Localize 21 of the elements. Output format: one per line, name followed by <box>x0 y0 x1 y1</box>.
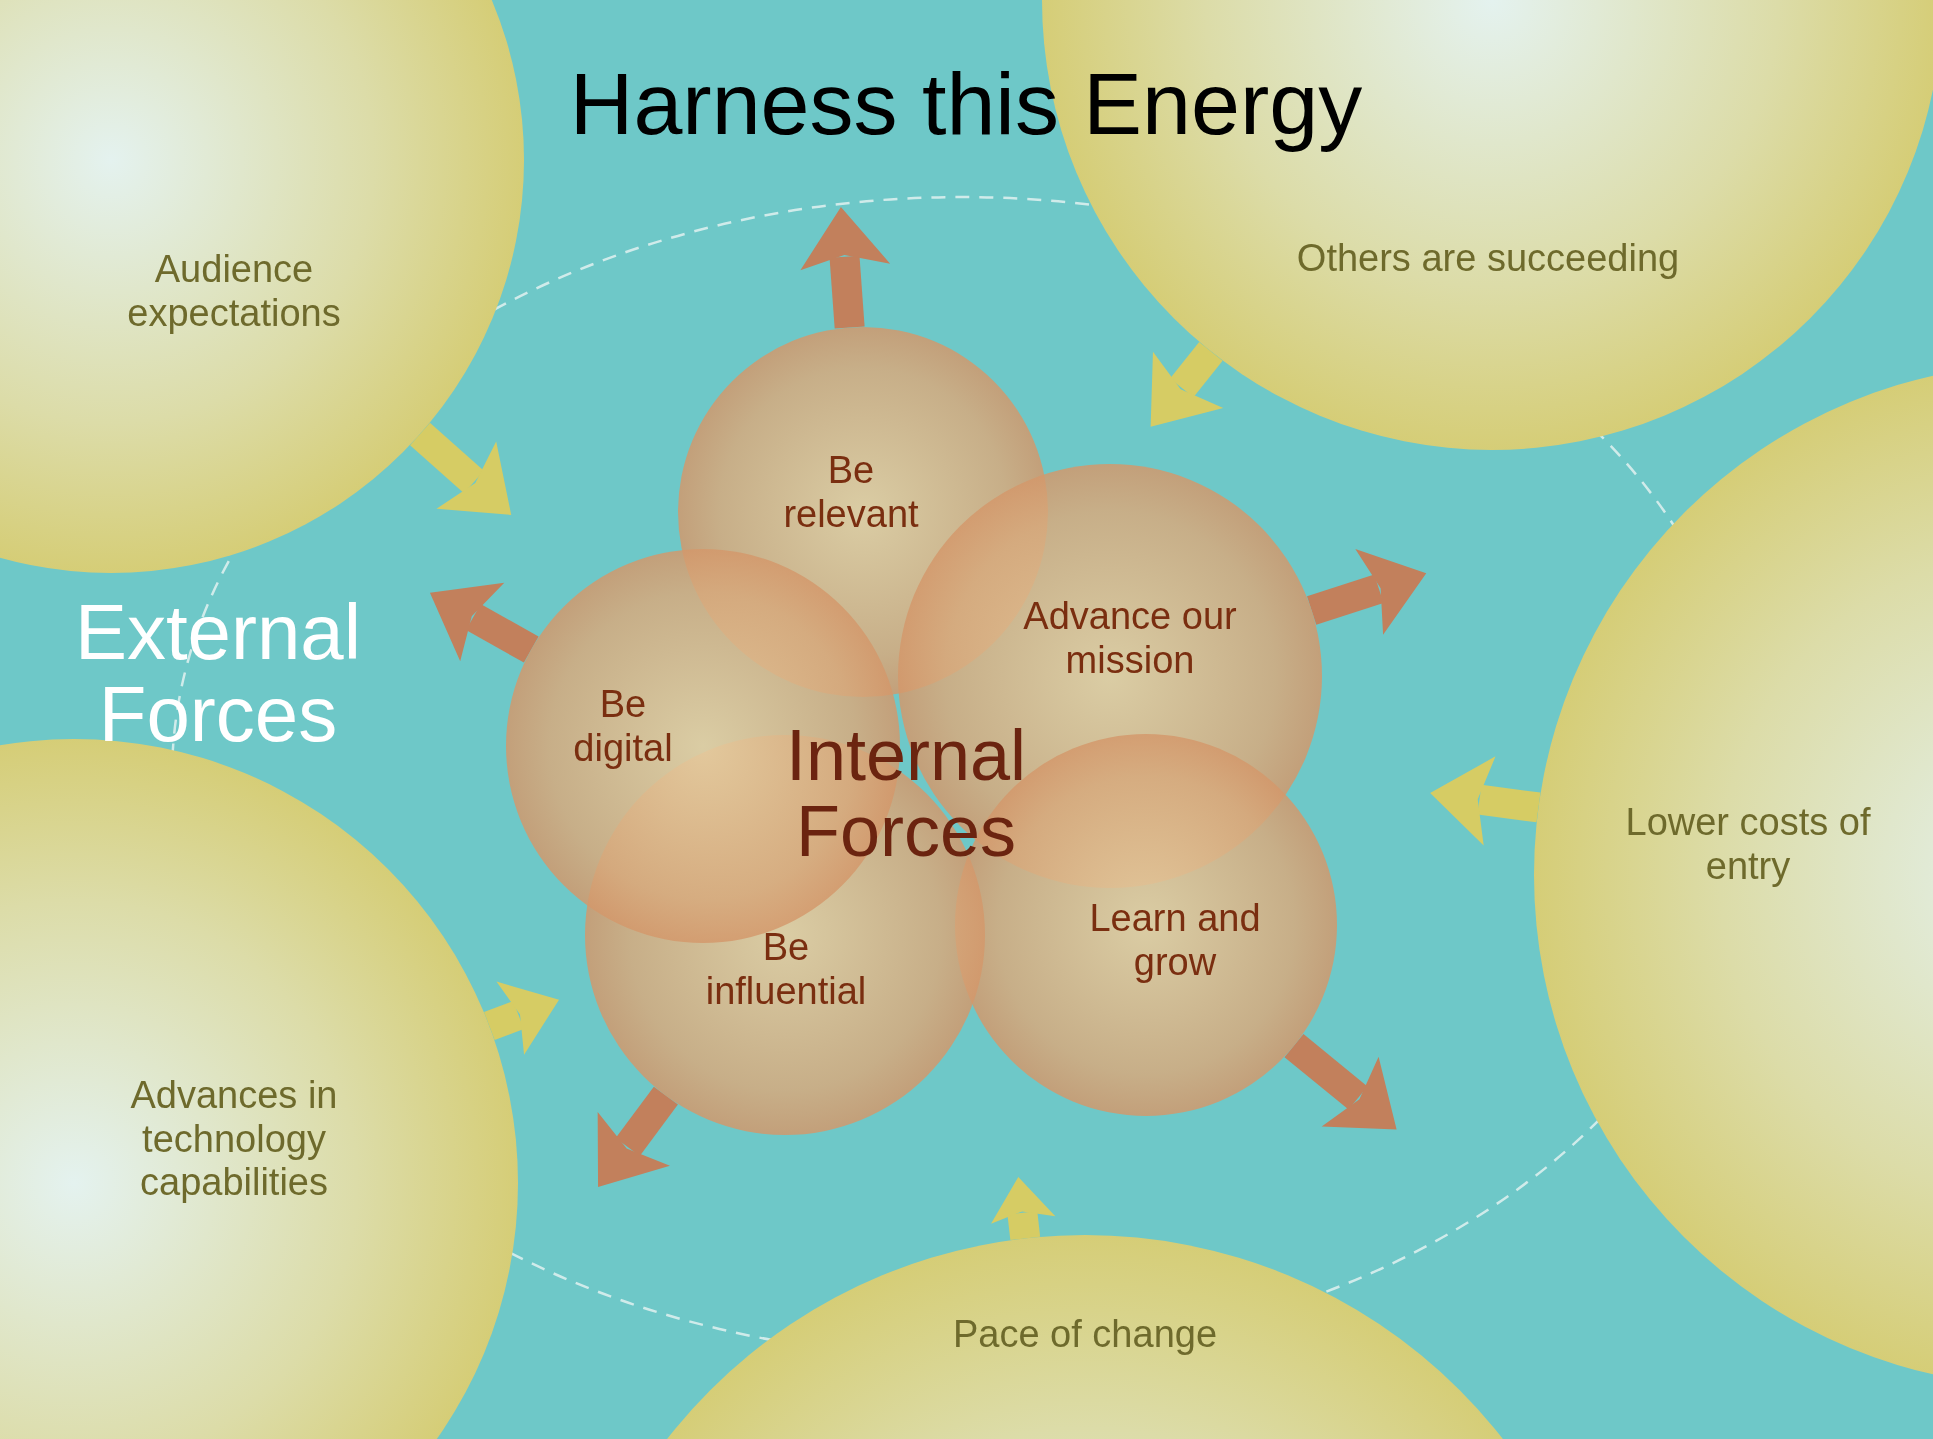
force-label: Others are succeeding <box>1295 237 1681 281</box>
arrow <box>800 207 891 329</box>
force-label: Be influential <box>704 926 868 1014</box>
arrow <box>991 1177 1056 1241</box>
arrow <box>1430 756 1541 846</box>
force-label: Learn and grow <box>1088 897 1262 985</box>
arrow <box>597 1086 678 1188</box>
force-label: Advances in technology capabilities <box>129 1074 339 1206</box>
force-label: Pace of change <box>951 1313 1219 1357</box>
force-label: Be relevant <box>782 449 920 537</box>
force-label: Lower costs of entry <box>1624 801 1872 889</box>
arrow <box>484 981 560 1055</box>
force-label: Advance our mission <box>1022 595 1238 683</box>
arrow <box>1307 549 1427 635</box>
arrow <box>410 422 512 515</box>
section-label: External Forces <box>73 592 363 756</box>
force-label: Audience expectations <box>126 248 342 336</box>
force-label: Be digital <box>572 683 674 771</box>
arrow <box>1284 1034 1397 1130</box>
arrow <box>1150 342 1224 427</box>
arrow <box>429 582 539 663</box>
